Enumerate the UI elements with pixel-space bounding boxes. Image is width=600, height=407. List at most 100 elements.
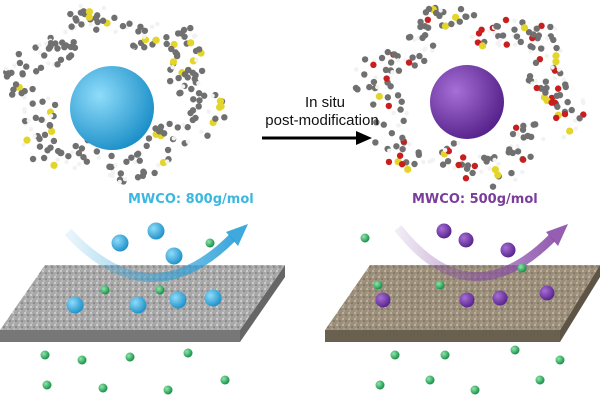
hydrogen-atom: [353, 67, 359, 72]
hydrogen-atom: [22, 109, 27, 115]
sulfur-atom: [491, 166, 499, 174]
hydrogen-atom: [141, 34, 147, 39]
carbon-atom: [166, 120, 173, 128]
carbon-atom: [190, 96, 197, 103]
carbon-atom: [553, 44, 560, 52]
solute-purple: [375, 292, 391, 308]
carbon-atom: [400, 117, 407, 125]
carbon-atom: [70, 38, 77, 46]
carbon-atom: [128, 154, 135, 161]
carbon-atom: [140, 168, 147, 175]
molecular-frameworks: [3, 3, 587, 190]
oxygen-atom: [512, 124, 520, 131]
solute-blue: [147, 222, 165, 240]
hydrogen-atom: [438, 8, 443, 13]
carbon-atom: [78, 21, 85, 28]
carbon-atom: [67, 43, 75, 51]
solute-blue: [111, 234, 129, 252]
carbon-atom: [533, 25, 541, 32]
carbon-atom: [399, 134, 406, 142]
carbon-atom: [134, 150, 142, 157]
hydrogen-atom: [181, 122, 186, 128]
hydrogen-atom: [412, 37, 417, 43]
hydrogen-atom: [528, 49, 533, 54]
hydrogen-atom: [21, 142, 26, 147]
small-molecule: [470, 385, 480, 395]
hydrogen-atom: [396, 123, 401, 128]
carbon-atom: [380, 121, 388, 128]
hydrogen-atom: [430, 48, 435, 53]
oxygen-atom: [502, 16, 510, 24]
carbon-atom: [221, 114, 228, 121]
oxygen-atom: [538, 22, 545, 30]
process-label-line1: In situ: [304, 94, 346, 111]
hydrogen-atom: [520, 169, 525, 175]
hydrogen-atom: [171, 136, 177, 141]
carbon-atom: [80, 8, 87, 15]
small-molecule: [435, 280, 445, 290]
carbon-atom: [12, 81, 20, 88]
hydrogen-atom: [544, 53, 550, 59]
small-molecule: [125, 352, 135, 362]
carbon-atom: [424, 24, 432, 31]
carbon-atom: [126, 20, 133, 27]
sulfur-atom: [50, 161, 58, 169]
carbon-atom: [168, 45, 175, 53]
hydrogen-atom: [512, 18, 517, 23]
hydrogen-atom: [180, 84, 186, 89]
carbon-atom: [75, 150, 83, 157]
carbon-atom: [32, 114, 40, 122]
carbon-atom: [188, 85, 195, 93]
carbon-atom: [80, 153, 87, 161]
sulfur-atom: [552, 58, 560, 66]
carbon-atom: [554, 103, 561, 110]
hydrogen-atom: [556, 67, 562, 72]
sulfur-atom: [441, 22, 450, 30]
sulfur-atom: [452, 13, 460, 21]
small-molecule: [42, 380, 52, 390]
hydrogen-atom: [530, 81, 535, 86]
carbon-atom: [174, 124, 181, 131]
carbon-atom: [32, 68, 40, 75]
carbon-atom: [464, 162, 472, 169]
hydrogen-atom: [55, 157, 60, 162]
oxygen-atom: [398, 160, 406, 168]
membrane-before: [0, 265, 285, 342]
sulfur-atom: [375, 92, 383, 100]
carbon-atom: [564, 98, 571, 106]
hydrogen-atom: [573, 126, 578, 131]
carbon-atom: [119, 22, 127, 30]
sulfur-atom: [216, 97, 224, 105]
carbon-atom: [39, 98, 46, 105]
hydrogen-atom: [101, 5, 107, 11]
carbon-atom: [173, 51, 181, 58]
hydrogen-atom: [513, 42, 518, 47]
hydrogen-atom: [156, 162, 161, 168]
carbon-atom: [519, 19, 526, 26]
hydrogen-atom: [77, 161, 82, 167]
carbon-atom: [195, 46, 203, 53]
carbon-atom: [535, 32, 543, 39]
hydrogen-atom: [155, 21, 160, 27]
carbon-atom: [387, 83, 394, 90]
hydrogen-atom: [496, 43, 502, 48]
carbon-atom: [387, 59, 395, 66]
carbon-atom: [123, 158, 130, 165]
hydrogen-atom: [37, 50, 43, 55]
carbon-atom: [543, 84, 550, 92]
carbon-atom: [8, 91, 16, 98]
carbon-atom: [409, 54, 416, 61]
carbon-atom: [93, 148, 101, 155]
hydrogen-atom: [64, 159, 69, 165]
carbon-atom: [361, 71, 368, 78]
hydrogen-atom: [196, 81, 201, 86]
solute-purple: [500, 242, 516, 258]
hydrogen-atom: [552, 26, 558, 32]
hydrogen-atom: [492, 30, 497, 36]
small-molecule: [390, 350, 400, 360]
small-molecule: [183, 348, 193, 358]
small-molecule: [510, 345, 520, 355]
carbon-atom: [444, 157, 452, 165]
carbon-atom: [18, 89, 25, 97]
carbon-atom: [29, 100, 36, 107]
